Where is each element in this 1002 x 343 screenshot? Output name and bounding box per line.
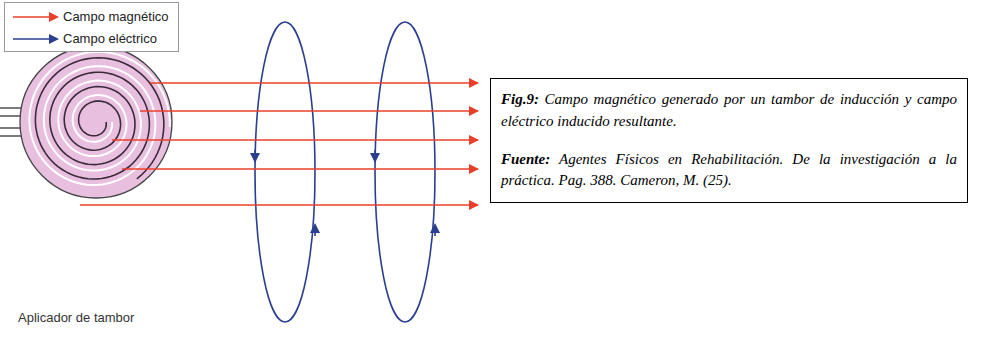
caption-box: Fig.9: Campo magnético generado por un t…	[490, 78, 968, 203]
legend-arrow-sample	[13, 9, 59, 25]
legend-arrow-sample	[13, 31, 59, 47]
caption-text: Fuente: Agentes Físicos en Rehabilitació…	[501, 149, 957, 193]
legend-text: Campo eléctrico	[63, 31, 157, 46]
caption-text: Fig.9: Campo magnético generado por un t…	[501, 89, 957, 133]
legend-text: Campo magnético	[63, 9, 169, 24]
legend-box: Campo magnéticoCampo eléctrico	[4, 2, 179, 52]
cable-leads	[0, 108, 22, 136]
part-label: Aplicador de tambor	[18, 310, 134, 325]
electric-field-loops	[255, 22, 435, 322]
magnetic-field-arrows	[80, 83, 478, 205]
coil-gap	[29, 52, 169, 185]
coil-winding	[35, 58, 163, 179]
legend-entry: Campo magnético	[5, 7, 175, 27]
legend-entry: Campo eléctrico	[5, 29, 175, 49]
drum-coil	[20, 46, 172, 198]
